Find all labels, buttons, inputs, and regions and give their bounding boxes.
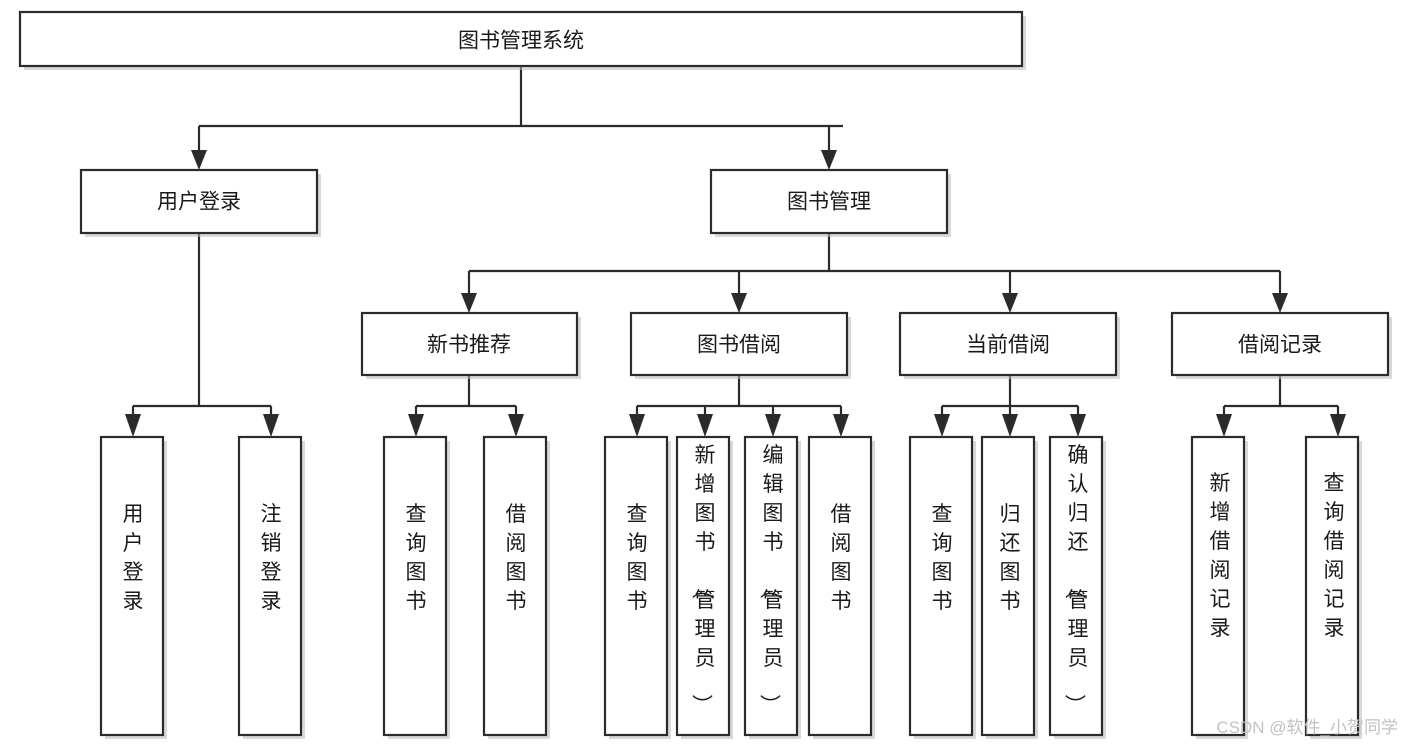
book-borrow-label: 图书借阅	[697, 334, 781, 357]
node-leaf-user-login[interactable]: 用户登录	[99, 435, 167, 739]
book-management-label: 图书管理	[787, 191, 871, 214]
arrowhead-new-book-recommend	[461, 293, 477, 313]
leaf-edit-book-label: 编辑图书（管理员）	[758, 444, 784, 715]
leaf-add-record-box[interactable]	[1190, 435, 1246, 737]
leaf-borrow-book-2-box[interactable]	[807, 435, 873, 737]
leaf-edit-book-box[interactable]	[743, 435, 799, 737]
node-leaf-query-book-2[interactable]: 查询图书	[603, 435, 671, 739]
leaf-query-book-1-label: 查询图书	[406, 503, 427, 613]
arrowhead-leaf-add-book	[697, 414, 713, 437]
book-borrow-box[interactable]	[629, 311, 849, 377]
node-user-login[interactable]: 用户登录	[79, 168, 321, 237]
leaf-return-book-box[interactable]	[980, 435, 1036, 737]
leaf-query-book-3-box[interactable]	[908, 435, 974, 737]
node-book-management[interactable]: 图书管理	[709, 168, 951, 237]
connector-layer	[125, 66, 1346, 437]
leaf-add-book-box[interactable]	[675, 435, 731, 737]
book-management-box[interactable]	[709, 168, 949, 235]
node-root[interactable]: 图书管理系统	[18, 10, 1026, 70]
leaf-query-book-3-label: 查询图书	[932, 503, 953, 613]
node-leaf-add-record[interactable]: 新增借阅记录	[1190, 435, 1248, 739]
leaf-user-logout-box[interactable]	[237, 435, 303, 737]
new-book-recommend-box[interactable]	[360, 311, 579, 377]
leaf-borrow-book-1-label: 借阅图书	[506, 503, 527, 613]
arrowhead-leaf-return-book	[1002, 414, 1018, 437]
watermark-label: CSDN @软件_小贺同学	[1216, 718, 1398, 737]
leaf-query-record-label: 查询借阅记录	[1324, 472, 1345, 640]
arrowhead-leaf-confirm-return	[1070, 414, 1086, 437]
borrow-record-box[interactable]	[1170, 311, 1390, 377]
arrowhead-leaf-query-record	[1330, 414, 1346, 437]
arrowhead-book-borrow	[731, 293, 747, 313]
node-leaf-edit-book[interactable]: 编辑图书（管理员）	[743, 435, 801, 739]
leaf-user-logout-label: 注销登录	[261, 503, 282, 613]
leaf-confirm-return-box[interactable]	[1048, 435, 1104, 737]
leaf-add-book-label: 新增图书（管理员）	[690, 444, 716, 715]
node-leaf-confirm-return[interactable]: 确认归还（管理员）	[1048, 435, 1106, 739]
node-leaf-user-logout[interactable]: 注销登录	[237, 435, 305, 739]
node-new-book-recommend[interactable]: 新书推荐	[360, 311, 581, 379]
arrowhead-current-borrow	[1002, 293, 1018, 313]
leaf-user-login-box[interactable]	[99, 435, 165, 737]
arrowhead-leaf-borrow-book-1	[508, 414, 524, 437]
arrowhead-leaf-query-book-1	[408, 414, 424, 437]
leaf-query-record-box[interactable]	[1304, 435, 1360, 737]
node-leaf-query-book-3[interactable]: 查询图书	[908, 435, 976, 739]
arrowhead-leaf-query-book-2	[629, 414, 645, 437]
arrowhead-leaf-query-book-3	[934, 414, 950, 437]
new-book-recommend-label: 新书推荐	[427, 334, 511, 357]
leaf-query-book-1-box[interactable]	[382, 435, 448, 737]
arrowhead-leaf-user-login	[125, 414, 141, 437]
borrow-record-label: 借阅记录	[1238, 334, 1322, 357]
arrowhead-user-login	[191, 150, 207, 170]
leaf-confirm-return-label: 确认归还（管理员）	[1063, 444, 1089, 715]
leaf-query-book-2-label: 查询图书	[627, 503, 648, 613]
node-leaf-return-book[interactable]: 归还图书	[980, 435, 1038, 739]
arrowhead-book-management	[821, 150, 837, 170]
root-label: 图书管理系统	[458, 30, 584, 53]
arrowhead-leaf-user-logout	[263, 414, 279, 437]
node-leaf-query-book-1[interactable]: 查询图书	[382, 435, 450, 739]
current-borrow-box[interactable]	[898, 311, 1118, 377]
leaf-user-login-label: 用户登录	[123, 503, 144, 613]
arrowhead-leaf-add-record	[1216, 414, 1232, 437]
current-borrow-label: 当前借阅	[966, 334, 1050, 357]
node-leaf-borrow-book-2[interactable]: 借阅图书	[807, 435, 875, 739]
leaf-borrow-book-2-label: 借阅图书	[831, 503, 852, 613]
leaf-query-book-2-box[interactable]	[603, 435, 669, 737]
node-leaf-borrow-book-1[interactable]: 借阅图书	[482, 435, 550, 739]
arrowhead-leaf-edit-book	[765, 414, 781, 437]
user-login-box[interactable]	[79, 168, 319, 235]
user-login-label: 用户登录	[157, 191, 241, 214]
node-book-borrow[interactable]: 图书借阅	[629, 311, 851, 379]
leaf-add-record-label: 新增借阅记录	[1210, 472, 1231, 640]
leaf-borrow-book-1-box[interactable]	[482, 435, 548, 737]
leaf-return-book-label: 归还图书	[1000, 503, 1021, 613]
node-current-borrow[interactable]: 当前借阅	[898, 311, 1120, 379]
root-box[interactable]	[18, 10, 1024, 68]
node-leaf-add-book[interactable]: 新增图书（管理员）	[675, 435, 733, 739]
arrowhead-borrow-record	[1272, 293, 1288, 313]
node-leaf-query-record[interactable]: 查询借阅记录	[1304, 435, 1362, 739]
arrowhead-leaf-borrow-book-2	[833, 414, 849, 437]
node-borrow-record[interactable]: 借阅记录	[1170, 311, 1392, 379]
